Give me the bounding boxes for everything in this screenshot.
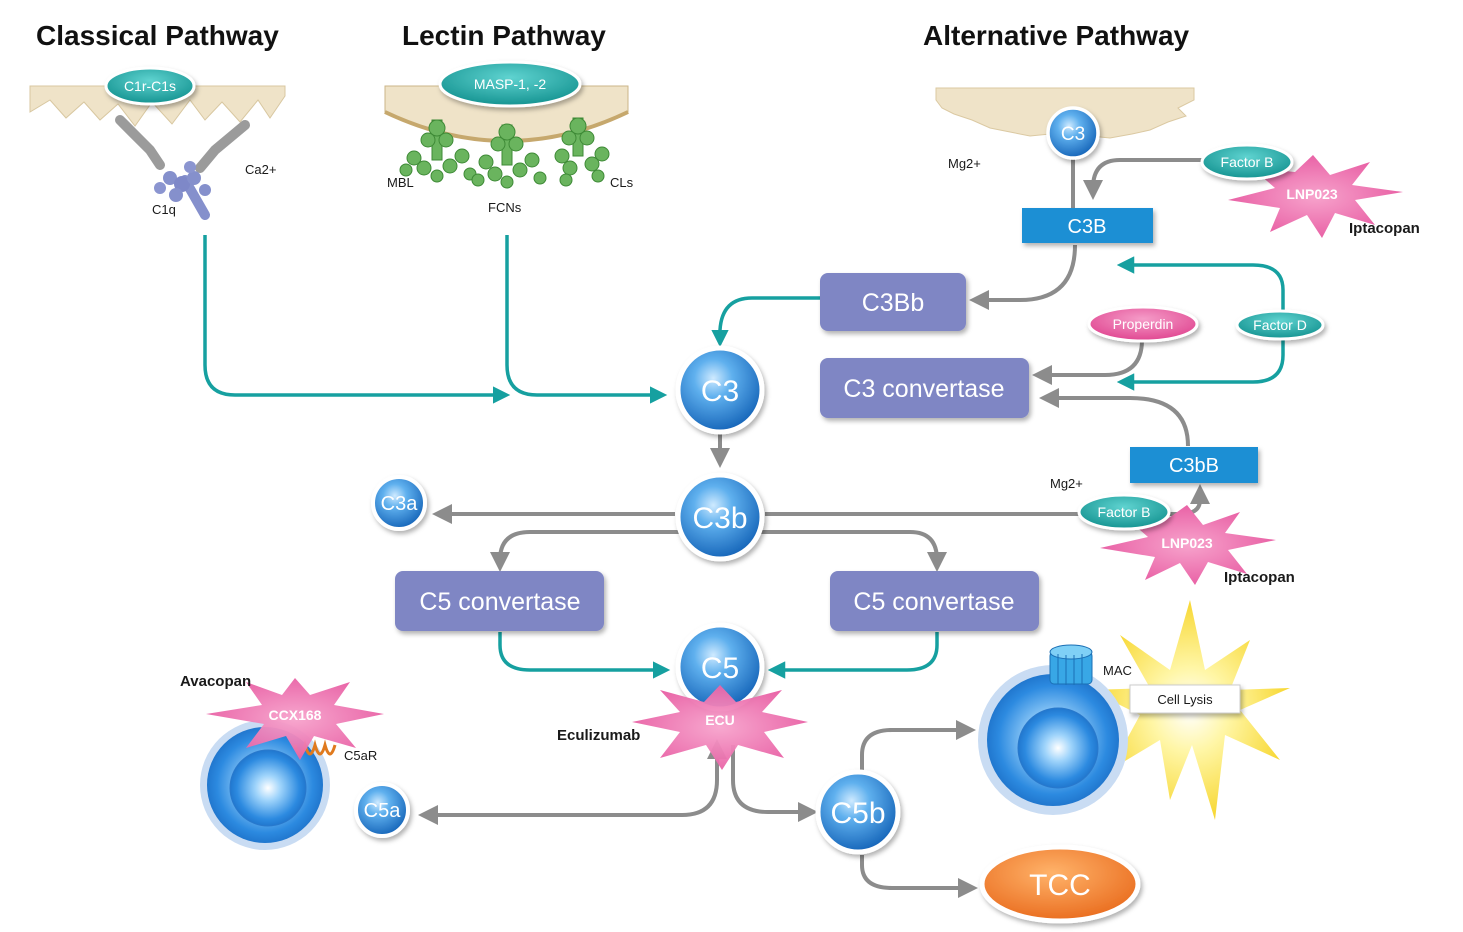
mg2-mid-label: Mg2+ <box>1050 476 1083 491</box>
c3-label: C3 <box>701 375 739 408</box>
c3a-node: C3a <box>371 475 427 531</box>
c5-convertase-left-box: C5 convertase <box>395 571 604 631</box>
c5conv-right-to-c5-arrow <box>767 632 939 679</box>
cell-lysis-label-box: Cell Lysis <box>1129 684 1241 714</box>
c3bB-box: C3bB <box>1130 447 1258 483</box>
iptacopan-mid-label: Iptacopan <box>1224 569 1295 586</box>
c5b-to-tcc-arrow <box>860 855 978 898</box>
c1r-c1s-pill: C1r-C1s <box>104 66 196 106</box>
fcns-label: FCNs <box>488 200 522 215</box>
c5b-label: C5b <box>830 797 885 830</box>
classical-arrow <box>203 235 511 404</box>
cell-lysis-label: Cell Lysis <box>1157 692 1213 707</box>
c3-convertase-label: C3 convertase <box>843 375 1004 403</box>
mg2-top-label: Mg2+ <box>948 156 981 171</box>
cls-icon <box>554 117 610 187</box>
ecu-label: ECU <box>705 712 735 728</box>
ca2-label: Ca2+ <box>245 162 276 177</box>
masp-label: MASP-1, -2 <box>474 76 547 92</box>
c3bb-to-c3-arrow <box>711 296 822 348</box>
c3b-label: C3b <box>692 502 747 535</box>
factor-d-label: Factor D <box>1253 317 1307 333</box>
factor-d-loop-arrow <box>1116 256 1285 312</box>
factor-b-top-label: Factor B <box>1221 154 1274 170</box>
c3a-label: C3a <box>381 493 419 515</box>
c3bB-label: C3bB <box>1169 455 1219 477</box>
c5-convertase-left-label: C5 convertase <box>419 588 580 616</box>
tcc-label: TCC <box>1029 869 1091 902</box>
cls-label: CLs <box>610 175 634 190</box>
c3-convertase-box: C3 convertase <box>820 358 1029 418</box>
factorb-to-c3b-arrow <box>1083 158 1205 200</box>
c5-convertase-right-label: C5 convertase <box>853 588 1014 616</box>
factor-d-to-convertase-arrow <box>1116 338 1285 391</box>
c5-to-c5a-arrow <box>418 739 727 825</box>
c3bb-label: C3Bb <box>862 289 925 317</box>
c5ar-label: C5aR <box>344 748 377 763</box>
c5ar-cell <box>200 720 330 850</box>
c3b-node: C3b <box>675 472 765 562</box>
ccx168-label: CCX168 <box>269 707 322 723</box>
c3bB-to-convertase-arrow <box>1039 388 1190 447</box>
lectin-pathway-heading: Lectin Pathway <box>402 20 606 51</box>
ccx168-star: CCX168 <box>206 678 384 760</box>
c3-surface-label: C3 <box>1061 124 1085 145</box>
factor-b-top-pill: Factor B <box>1200 143 1294 181</box>
c5-label: C5 <box>701 652 739 685</box>
c1q-label: C1q <box>152 202 176 217</box>
classical-pathway-heading: Classical Pathway <box>36 20 279 51</box>
c5-convertase-right-box: C5 convertase <box>830 571 1039 631</box>
tcc-node: TCC <box>979 844 1141 924</box>
c5conv-left-to-c5-arrow <box>498 632 671 679</box>
c1q-antibody-icon <box>115 115 250 220</box>
c3b-to-c5conv-right-arrow <box>760 530 947 572</box>
c3b-to-c3bb-arrow <box>969 244 1077 310</box>
lnp023-mid-label: LNP023 <box>1161 535 1213 551</box>
c1r-c1s-label: C1r-C1s <box>124 78 176 94</box>
iptacopan-top-label: Iptacopan <box>1349 220 1420 237</box>
lnp023-top-label: LNP023 <box>1286 186 1338 202</box>
avacopan-label: Avacopan <box>180 673 251 690</box>
c3B-box: C3B <box>1022 208 1153 243</box>
c3bb-box: C3Bb <box>820 273 966 331</box>
c3-surface-node: C3 <box>1046 106 1100 160</box>
c3B-label: C3B <box>1068 216 1107 238</box>
eculizumab-label: Eculizumab <box>557 727 640 744</box>
c5b-to-mac-arrow <box>860 720 976 770</box>
c5b-node: C5b <box>815 769 901 855</box>
c3-node: C3 <box>675 345 765 435</box>
properdin-pill: Properdin <box>1087 305 1199 343</box>
masp-pill: MASP-1, -2 <box>438 60 582 108</box>
classical-membrane <box>29 85 286 127</box>
ecu-star: ECU <box>632 685 808 770</box>
factor-b-mid-label: Factor B <box>1098 504 1151 520</box>
c3b-to-c5conv-left-arrow <box>490 530 680 572</box>
mbl-label: MBL <box>387 175 414 190</box>
lectin-receptor-icons <box>399 117 610 189</box>
properdin-label: Properdin <box>1113 316 1174 332</box>
connector-arrows <box>203 158 1285 898</box>
factor-b-mid-pill: Factor B <box>1077 493 1171 531</box>
fcns-icon <box>471 123 547 189</box>
alternative-pathway-heading: Alternative Pathway <box>923 20 1190 51</box>
mac-target-cell <box>978 665 1128 815</box>
mbl-icon <box>399 119 477 183</box>
mac-label: MAC <box>1103 663 1132 678</box>
mac-pore-icon <box>1049 644 1093 685</box>
properdin-to-convertase-arrow <box>1032 339 1144 385</box>
c5-to-c5b-arrow <box>731 745 818 822</box>
lectin-arrow <box>505 235 668 404</box>
factor-d-pill: Factor D <box>1235 309 1325 341</box>
c5a-label: C5a <box>364 800 402 822</box>
c5a-node: C5a <box>354 782 410 838</box>
